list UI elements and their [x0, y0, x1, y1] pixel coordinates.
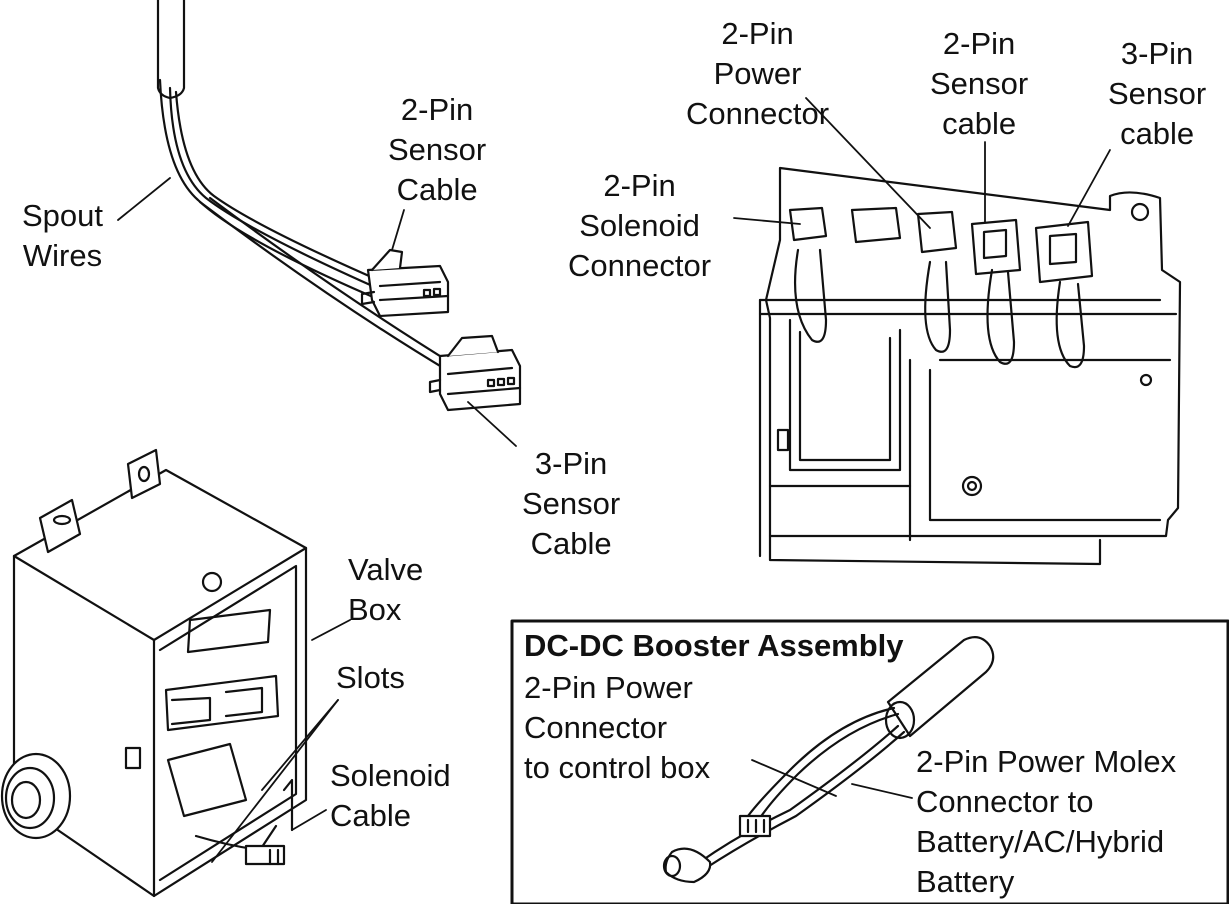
spout-wires-illustration — [156, 0, 458, 374]
leader-lines — [117, 97, 1111, 863]
label-slots: Slots — [336, 660, 405, 695]
booster-assembly-frame — [510, 619, 1229, 904]
booster-title: DC-DC Booster Assembly — [524, 628, 904, 663]
sensor-2pin-connector — [360, 248, 450, 318]
booster-illustration — [662, 635, 995, 884]
valve-box-illustration — [0, 448, 308, 898]
control-box-illustration — [758, 166, 1182, 566]
sensor-3pin-connector — [428, 334, 522, 412]
